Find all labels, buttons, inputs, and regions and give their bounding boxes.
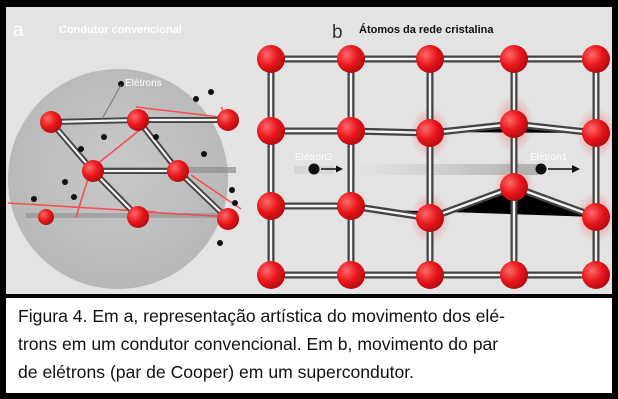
atom — [257, 117, 285, 145]
panel-a-letter: a — [13, 20, 24, 41]
atom — [217, 109, 239, 131]
caption-divider — [6, 294, 612, 298]
caption-line-3: de elétrons (par de Cooper) em um superc… — [18, 362, 415, 382]
atom — [337, 192, 365, 220]
atom — [257, 45, 285, 73]
atom — [257, 192, 285, 220]
caption-line-1: Figura 4. Em a, representação artística … — [18, 306, 505, 326]
atom — [82, 160, 104, 182]
atom — [217, 208, 239, 230]
atom — [257, 261, 285, 289]
lattice-atoms — [257, 45, 610, 289]
conductor-disc — [8, 69, 228, 289]
atom — [582, 119, 610, 147]
panel-a-atoms — [38, 109, 239, 230]
figure-caption: Figura 4. Em a, representação artística … — [18, 302, 606, 386]
atom — [40, 111, 62, 133]
atom — [337, 261, 365, 289]
arrowhead — [572, 165, 580, 173]
panel-b: b Átomos da rede cristalina Elétron2 Elé… — [257, 22, 612, 289]
electron-pointer — [101, 84, 122, 120]
figure-svg: a Condutor convencional Elétrons — [7, 20, 612, 289]
electron-path — [352, 164, 538, 175]
atom — [167, 160, 189, 182]
panel-a: a Condutor convencional Elétrons — [7, 20, 242, 289]
electron-2 — [308, 163, 343, 175]
electron1-label: Elétron1 — [530, 152, 568, 163]
arrowhead — [336, 165, 343, 173]
electron — [535, 163, 547, 175]
atom — [416, 45, 444, 73]
atom — [416, 261, 444, 289]
atom — [500, 110, 528, 138]
atom — [500, 45, 528, 73]
electrons-label: Elétrons — [125, 78, 162, 89]
panel-b-title: Átomos da rede cristalina — [359, 23, 494, 36]
atom — [416, 204, 444, 232]
atom — [582, 203, 610, 231]
atom — [337, 45, 365, 73]
panel-a-electrons — [31, 81, 238, 246]
atom — [127, 206, 149, 228]
atom — [38, 209, 54, 225]
atom — [500, 173, 528, 201]
atom — [582, 261, 610, 289]
electron2-label: Elétron2 — [295, 152, 333, 163]
panel-b-letter: b — [332, 22, 343, 43]
motion-streak — [26, 213, 226, 218]
atom — [127, 109, 149, 131]
panel-a-title: Condutor convencional — [59, 24, 182, 36]
atom — [416, 119, 444, 147]
atom — [500, 261, 528, 289]
atom — [337, 117, 365, 145]
electron — [308, 163, 320, 175]
figure-illustration: a Condutor convencional Elétrons — [6, 7, 612, 294]
atom — [582, 45, 610, 73]
electron-1 — [535, 163, 580, 175]
caption-line-2: trons em um condutor convencional. Em b,… — [18, 334, 499, 354]
